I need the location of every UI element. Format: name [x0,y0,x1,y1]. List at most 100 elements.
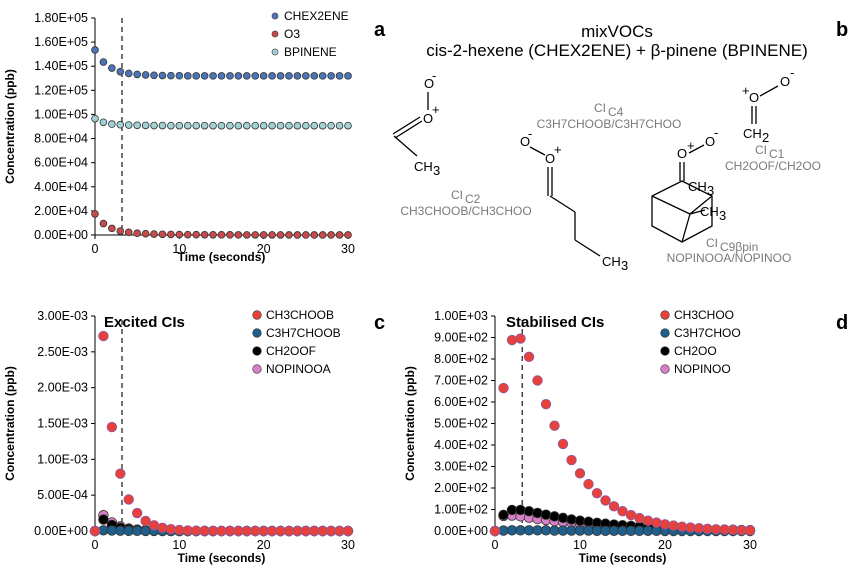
data-point [158,121,167,130]
data-point [515,504,526,516]
data-point [106,421,118,433]
ci-c1-o-plus: O [749,90,759,105]
ci-c9-ch3-top: CH [688,179,707,194]
y-tick-label: 0.00E+00 [34,524,88,538]
x-tick-label: 10 [172,242,186,256]
x-axis-label: Time (seconds) [178,250,266,264]
data-point [276,72,285,80]
x-tick-label: 20 [658,538,672,552]
ci-c9-label-sub: C9βpin [720,240,758,254]
data-point [158,71,167,80]
x-tick-label: 10 [573,538,587,552]
ci-c2-o-minus: O [424,76,434,91]
data-point [91,46,99,54]
data-point [99,118,108,127]
data-point [532,375,543,386]
y-tick-label: 1.00E-03 [37,452,88,466]
data-point [259,231,268,239]
chart-title: Stabilised CIs [506,314,604,331]
data-point [133,70,141,79]
panel-b-title-line1: mixVOCs [581,22,653,41]
legend-label: C3H7CHOOB [266,326,341,340]
x-tick-label: 10 [172,538,186,552]
legend-marker [252,364,262,374]
data-point [318,121,327,130]
data-point [99,58,108,66]
data-point [310,121,319,130]
ci-c9-ch3-side: CH [700,204,719,219]
legend-label: C3H7CHOO [674,326,741,340]
y-tick-label: 0.00E+00 [434,524,488,538]
legend-label: NOPINOOA [266,362,331,376]
data-point [200,121,209,130]
legend-marker [271,12,279,20]
y-tick-label: 7.00E+02 [434,374,488,388]
legend-label: CHEX2ENE [284,9,349,23]
data-point [234,121,243,130]
legend-marker [252,310,262,320]
data-point [293,72,302,80]
data-point [651,517,662,528]
data-point [234,72,243,80]
data-point [175,121,184,130]
y-tick-label: 5.00E+02 [434,417,488,431]
legend-marker [660,328,670,338]
data-point [574,515,586,526]
x-axis-label: Time (seconds) [178,551,266,565]
data-point [259,121,268,130]
data-point [276,231,285,239]
data-point [116,67,125,76]
data-point [327,121,335,130]
data-point [642,515,654,526]
data-point [744,525,756,536]
data-point [498,509,509,521]
y-tick-label: 6.00E+02 [434,395,488,409]
data-point [141,71,150,79]
data-point [192,230,201,239]
y-tick-label: 1.00E+05 [34,107,88,121]
y-tick-label: 2.00E-03 [37,381,88,395]
data-point [243,121,251,130]
data-point [617,506,628,517]
data-point [175,230,184,239]
data-point [489,525,501,537]
data-point [141,229,150,238]
data-point [608,501,620,512]
y-tick-label: 1.00E+03 [434,309,488,323]
series-o3 [91,210,352,239]
data-point [268,121,276,130]
data-point [335,121,344,130]
ci-c2-label: CI [451,188,463,202]
data-point [124,228,133,237]
y-tick-label: 8.00E+04 [34,132,88,146]
data-point [116,227,125,235]
ci-c2-names: CH3CHOOB/CH3CHOO [400,204,531,218]
y-axis-label: Concentration (ppb) [403,366,417,481]
ci-c9-o-plus: O [677,146,687,161]
y-tick-label: 1.60E+05 [34,35,88,49]
data-point [268,231,276,239]
legend-marker [252,328,262,338]
series-ch3choob [89,330,354,537]
legend-label: NOPINOO [674,362,731,376]
chart-d-stabilised-cis: 0.00E+001.00E+022.00E+023.00E+024.00E+02… [403,308,757,565]
data-point [335,72,344,80]
legend-marker [271,30,279,38]
ci-c4-names: C3H7CHOOB/C3H7CHOO [537,117,682,131]
data-point [302,121,310,130]
y-tick-label: 2.00E+02 [434,481,488,495]
data-point [183,121,192,130]
ci-c4-label: CI [594,101,606,115]
ci-c1-names: CH2OOF/CH2OO [725,159,821,173]
y-tick-label: 6.00E+04 [34,156,88,170]
x-tick-label: 20 [257,538,271,552]
legend-label: CH3CHOOB [266,308,334,322]
ci-c1-label: CI [755,143,767,157]
x-tick-label: 30 [341,242,355,256]
data-point [243,72,251,80]
data-point [285,121,293,130]
data-point [259,72,268,80]
series-bpinene [91,114,352,130]
data-point [115,468,126,479]
data-point [506,334,518,346]
